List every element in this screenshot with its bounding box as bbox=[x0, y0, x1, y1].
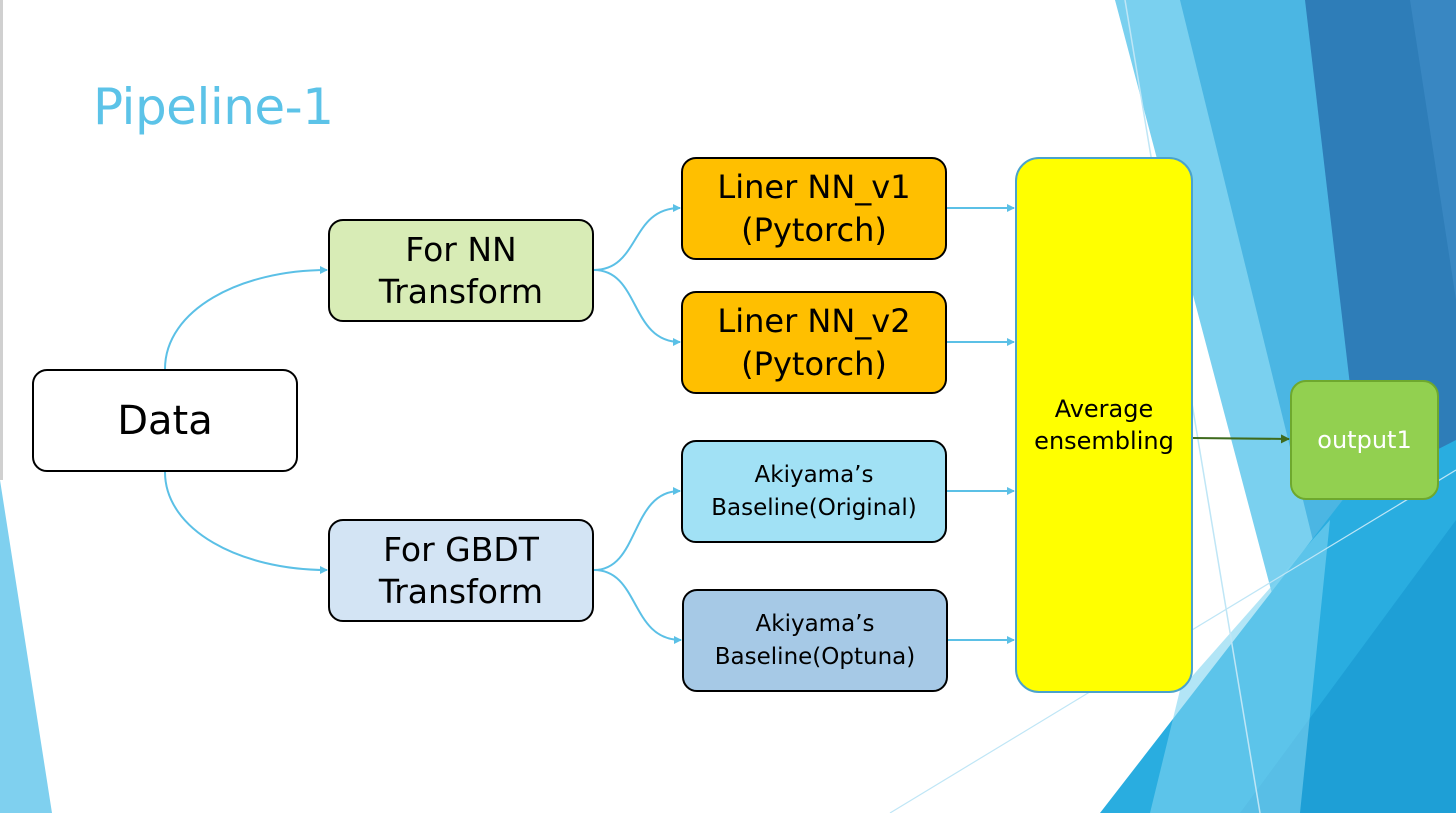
bg-shape-dark-top bbox=[1410, 0, 1456, 300]
connector-gbdt-to-baseline-original bbox=[593, 487, 681, 571]
connector-ensemble-to-output bbox=[1192, 434, 1290, 444]
node-liner-nn-v2-line1: Liner NN_v2 bbox=[717, 302, 911, 341]
node-ensemble-line2: ensembling bbox=[1034, 427, 1174, 455]
node-liner-nn-v2-line2: (Pytorch) bbox=[741, 344, 887, 383]
node-data: Data bbox=[32, 369, 298, 472]
node-gbdt-transform-line1: For GBDT bbox=[383, 530, 539, 570]
node-liner-nn-v1-line2: (Pytorch) bbox=[741, 210, 887, 249]
node-baseline-optuna: Akiyama’s Baseline(Optuna) bbox=[682, 589, 948, 692]
node-gbdt-transform: For GBDT Transform bbox=[328, 519, 594, 622]
node-data-label: Data bbox=[117, 397, 213, 444]
node-gbdt-transform-line2: Transform bbox=[378, 571, 544, 611]
node-liner-nn-v2: Liner NN_v2 (Pytorch) bbox=[681, 291, 947, 394]
node-output: output1 bbox=[1290, 380, 1439, 500]
node-ensemble-line1: Average bbox=[1054, 394, 1154, 423]
connector-nn-transform-to-v2 bbox=[593, 269, 681, 346]
node-liner-nn-v1: Liner NN_v1 (Pytorch) bbox=[681, 157, 947, 260]
bg-shape-bottom-light bbox=[1150, 520, 1330, 813]
node-baseline-original: Akiyama’s Baseline(Original) bbox=[681, 440, 947, 543]
connector-data-to-gbdt-transform bbox=[164, 471, 328, 574]
node-output-label: output1 bbox=[1317, 426, 1412, 454]
node-nn-transform-line1: For NN bbox=[405, 230, 517, 270]
connector-data-to-nn-transform bbox=[164, 266, 328, 370]
node-nn-transform-line2: Transform bbox=[378, 271, 544, 311]
connector-nn-transform-to-v1 bbox=[593, 204, 681, 271]
connector-gbdt-to-baseline-optuna bbox=[593, 569, 682, 644]
bg-left-edge bbox=[0, 0, 3, 480]
node-baseline-original-line1: Akiyama’s bbox=[754, 462, 874, 489]
node-baseline-optuna-line1: Akiyama’s bbox=[755, 611, 875, 638]
node-average-ensembling: Average ensembling bbox=[1015, 157, 1193, 693]
bg-shape-left bbox=[0, 480, 52, 813]
node-baseline-optuna-line2: Baseline(Optuna) bbox=[714, 643, 916, 670]
slide-title: Pipeline-1 bbox=[93, 78, 334, 136]
node-liner-nn-v1-line1: Liner NN_v1 bbox=[717, 168, 911, 207]
node-baseline-original-line2: Baseline(Original) bbox=[711, 494, 917, 521]
node-nn-transform: For NN Transform bbox=[328, 219, 594, 322]
